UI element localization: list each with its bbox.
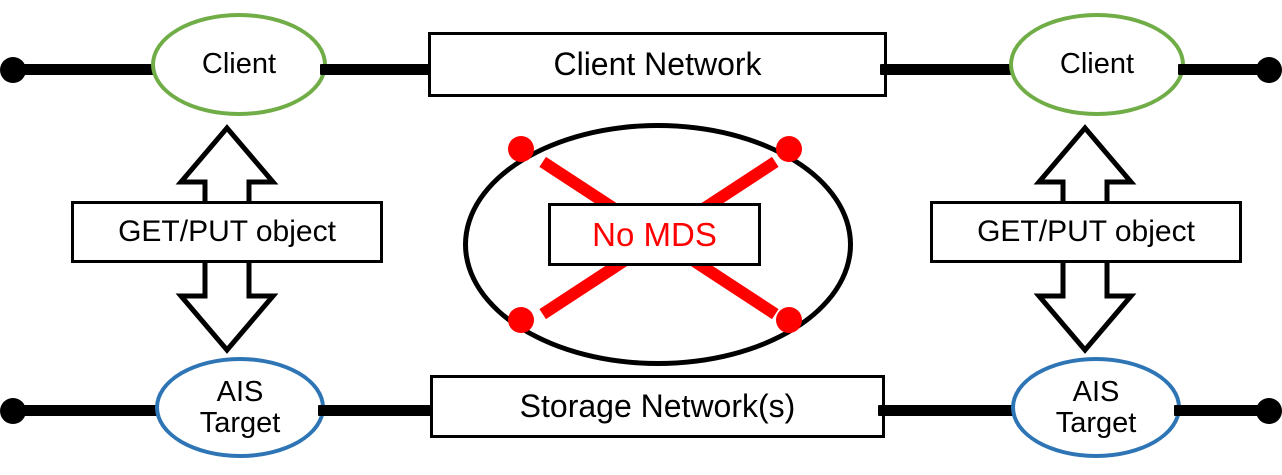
connector-top-right [1178,64,1268,75]
connector-top-left [14,64,159,75]
op-box-left: GET/PUT object [71,201,383,263]
op-box-left-label: GET/PUT object [118,215,336,248]
node-ais-target-left: AIS Target [155,357,325,458]
op-box-right-label: GET/PUT object [977,215,1195,248]
node-ais-target-left-label: AIS Target [199,376,281,439]
connector-bottom-left-mid [318,405,436,416]
red-dot-icon-bottom-left [508,307,534,333]
client-network-box: Client Network [428,32,887,97]
node-client-right-label: Client [1059,48,1135,81]
connector-bottom-left [14,405,164,416]
client-network-label: Client Network [553,46,762,82]
red-dot-icon-bottom-right [776,307,802,333]
op-box-right: GET/PUT object [930,201,1242,263]
node-ais-target-right: AIS Target [1011,357,1181,458]
node-client-right: Client [1009,13,1185,116]
endpoint-dot-icon-bottom-right [1256,398,1282,424]
connector-top-left-mid [320,64,435,75]
storage-network-box: Storage Network(s) [430,375,885,438]
storage-network-label: Storage Network(s) [519,388,796,424]
node-client-left: Client [151,13,327,116]
red-dot-icon-top-left [508,136,534,162]
node-ais-target-right-label: AIS Target [1055,376,1137,439]
node-client-left-label: Client [201,48,277,81]
red-dot-icon-top-right [776,136,802,162]
no-mds-label: No MDS [592,215,717,253]
connector-bottom-right [1174,405,1268,416]
endpoint-dot-icon-top-right [1256,57,1282,83]
connector-bottom-right-mid [878,405,1016,416]
connector-top-right-mid [880,64,1015,75]
no-mds-box: No MDS [548,203,761,266]
